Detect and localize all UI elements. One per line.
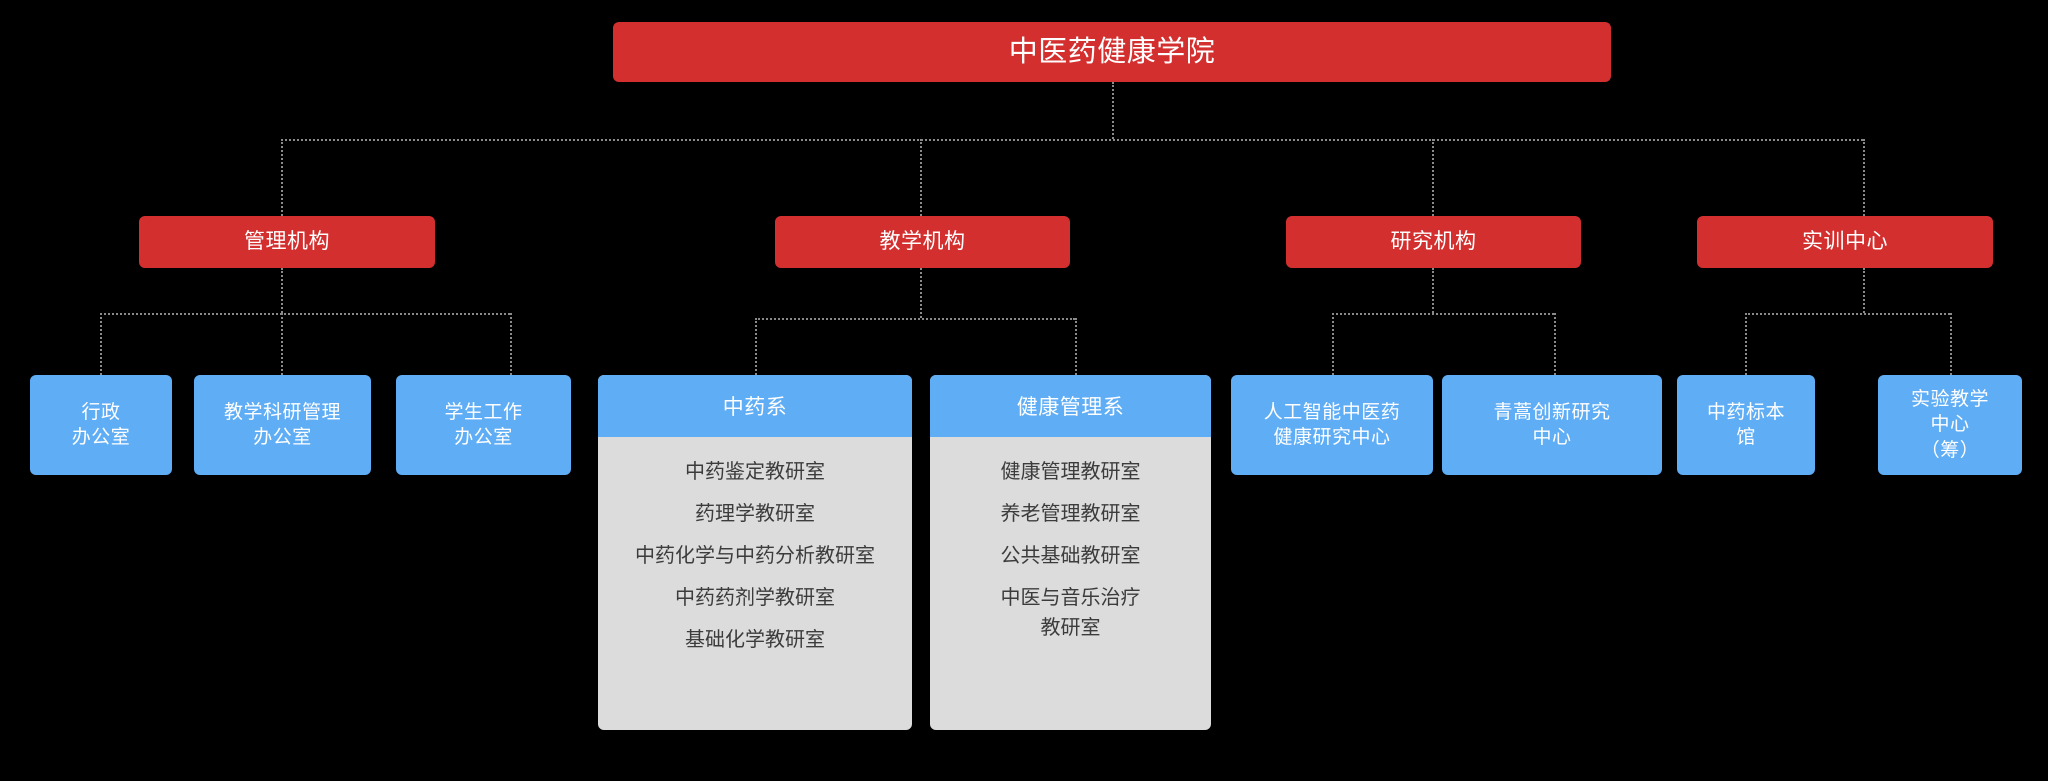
department-item[interactable]: 中医与音乐治疗 教研室 xyxy=(1000,587,1141,639)
department-item[interactable]: 养老管理教研室 xyxy=(1000,503,1141,525)
connector-research-down xyxy=(1432,268,1434,313)
connector-root-down xyxy=(1112,82,1114,139)
department-item[interactable]: 中药化学与中药分析教研室 xyxy=(635,545,875,567)
connector-teaching-dept-2 xyxy=(1075,318,1077,375)
leaf-node-academic-research-office[interactable]: 教学科研管理 办公室 xyxy=(194,375,371,475)
department-item[interactable]: 药理学教研室 xyxy=(695,503,815,525)
leaf-node-student-affairs-office[interactable]: 学生工作 办公室 xyxy=(396,375,571,475)
department-item[interactable]: 健康管理教研室 xyxy=(1000,461,1141,483)
leaf-node-administration-office[interactable]: 行政 办公室 xyxy=(30,375,172,475)
department-item-list-chinese-medicine: 中药鉴定教研室 药理学教研室 中药化学与中药分析教研室 中药药剂学教研室 基础化… xyxy=(598,437,912,730)
leaf-node-artemisinin-innovation-research-center[interactable]: 青蒿创新研究 中心 xyxy=(1442,375,1662,475)
connector-to-teaching xyxy=(920,139,922,216)
department-header-chinese-medicine[interactable]: 中药系 xyxy=(598,375,912,437)
connector-management-bus xyxy=(100,313,510,315)
connector-research-leaf-2 xyxy=(1554,313,1556,375)
leaf-node-ai-tcm-health-research-center[interactable]: 人工智能中医药 健康研究中心 xyxy=(1231,375,1433,475)
connector-training-leaf-1 xyxy=(1745,313,1747,375)
leaf-node-experimental-teaching-center[interactable]: 实验教学 中心 （筹） xyxy=(1878,375,2022,475)
department-item[interactable]: 中药药剂学教研室 xyxy=(675,587,835,609)
department-item[interactable]: 公共基础教研室 xyxy=(1000,545,1141,567)
branch-node-training[interactable]: 实训中心 xyxy=(1697,216,1993,268)
connector-research-bus xyxy=(1332,313,1554,315)
connector-to-training xyxy=(1863,139,1865,216)
org-root-node[interactable]: 中医药健康学院 xyxy=(613,22,1611,82)
connector-level2-bus xyxy=(281,139,1863,141)
connector-to-research xyxy=(1432,139,1434,216)
branch-node-research[interactable]: 研究机构 xyxy=(1286,216,1581,268)
connector-teaching-dept-1 xyxy=(755,318,757,375)
connector-training-down xyxy=(1863,268,1865,313)
connector-management-leaf-3 xyxy=(510,313,512,375)
department-item[interactable]: 基础化学教研室 xyxy=(685,629,825,651)
connector-training-bus xyxy=(1745,313,1950,315)
department-item-list-health-management: 健康管理教研室 养老管理教研室 公共基础教研室 中医与音乐治疗 教研室 xyxy=(930,437,1211,730)
department-item[interactable]: 中药鉴定教研室 xyxy=(685,461,825,483)
connector-teaching-down xyxy=(920,268,922,318)
branch-node-management[interactable]: 管理机构 xyxy=(139,216,435,268)
leaf-node-tcm-specimen-museum[interactable]: 中药标本 馆 xyxy=(1677,375,1815,475)
branch-node-teaching[interactable]: 教学机构 xyxy=(775,216,1070,268)
department-card-health-management[interactable]: 健康管理系 健康管理教研室 养老管理教研室 公共基础教研室 中医与音乐治疗 教研… xyxy=(930,375,1211,730)
connector-teaching-bus xyxy=(755,318,1075,320)
connector-to-management xyxy=(281,139,283,216)
connector-research-leaf-1 xyxy=(1332,313,1334,375)
department-card-chinese-medicine[interactable]: 中药系 中药鉴定教研室 药理学教研室 中药化学与中药分析教研室 中药药剂学教研室… xyxy=(598,375,912,730)
department-header-health-management[interactable]: 健康管理系 xyxy=(930,375,1211,437)
connector-management-down xyxy=(281,268,283,313)
connector-management-leaf-1 xyxy=(100,313,102,375)
connector-training-leaf-2 xyxy=(1950,313,1952,375)
connector-management-leaf-2 xyxy=(281,313,283,375)
